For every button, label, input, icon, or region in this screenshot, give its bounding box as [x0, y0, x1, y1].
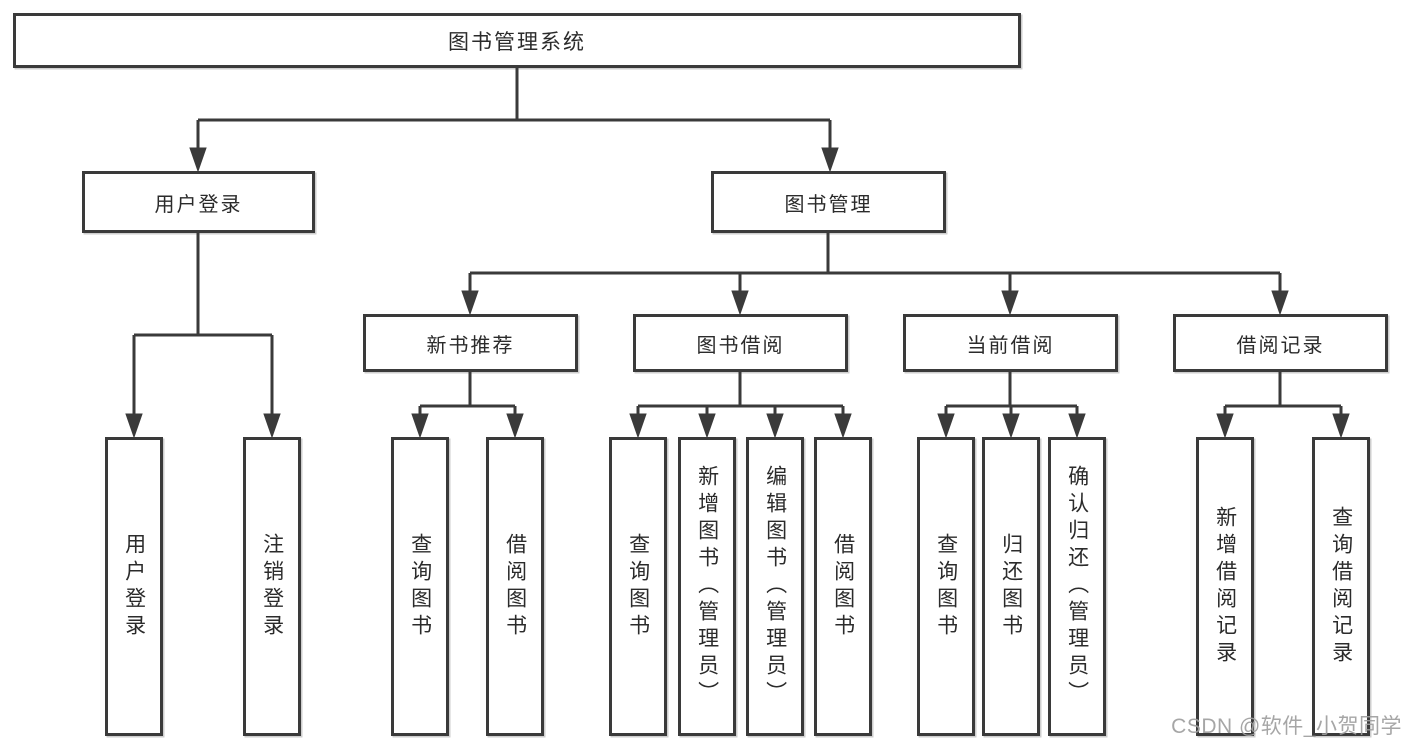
leaf-edit-books-admin: 编辑图书（管理员）	[746, 437, 804, 736]
node-label: 新增图书（管理员）	[695, 465, 719, 708]
node-label: 当前借阅	[966, 334, 1055, 357]
node-user-login: 用户登录	[82, 171, 315, 233]
node-label: 查询借阅记录	[1329, 505, 1353, 668]
node-current-borrowing: 当前借阅	[903, 314, 1118, 372]
node-label: 注销登录	[260, 532, 284, 641]
node-label: 用户登录	[154, 193, 243, 216]
leaf-query-books-recommend: 查询图书	[391, 437, 449, 736]
node-label: 图书管理系统	[448, 30, 586, 54]
node-label: 借阅图书	[831, 532, 855, 641]
node-label: 新书推荐	[426, 334, 515, 357]
leaf-add-books-admin: 新增图书（管理员）	[678, 437, 736, 736]
node-label: 用户登录	[122, 532, 146, 641]
csdn-watermark: CSDN @软件_小贺同学	[1171, 715, 1402, 738]
leaf-user-login: 用户登录	[105, 437, 163, 736]
node-new-book-recommend: 新书推荐	[363, 314, 578, 372]
node-label: 确认归还（管理员）	[1065, 465, 1089, 708]
node-label: 查询图书	[934, 532, 958, 641]
node-label: 新增借阅记录	[1213, 505, 1237, 668]
leaf-return-books: 归还图书	[982, 437, 1040, 736]
node-label: 借阅图书	[503, 532, 527, 641]
leaf-logout: 注销登录	[243, 437, 301, 736]
tree-edges	[132, 68, 1343, 416]
node-book-borrowing: 图书借阅	[633, 314, 848, 372]
node-label: 图书借阅	[696, 334, 785, 357]
leaf-query-books-borrow: 查询图书	[609, 437, 667, 736]
node-label: 借阅记录	[1236, 334, 1325, 357]
arrow-down-icons	[125, 147, 1350, 439]
leaf-query-borrow-record: 查询借阅记录	[1312, 437, 1370, 736]
leaf-confirm-return-admin: 确认归还（管理员）	[1048, 437, 1106, 736]
node-label: 图书管理	[784, 193, 873, 216]
node-book-management: 图书管理	[711, 171, 946, 233]
node-label: 编辑图书（管理员）	[763, 465, 787, 708]
leaf-query-books-current: 查询图书	[917, 437, 975, 736]
node-label: 查询图书	[626, 532, 650, 641]
leaf-borrow-books-recommend: 借阅图书	[486, 437, 544, 736]
node-label: 查询图书	[408, 532, 432, 641]
node-borrow-records: 借阅记录	[1173, 314, 1388, 372]
node-system-root: 图书管理系统	[13, 13, 1021, 68]
leaf-add-borrow-record: 新增借阅记录	[1196, 437, 1254, 736]
leaf-borrow-books: 借阅图书	[814, 437, 872, 736]
node-label: 归还图书	[999, 532, 1023, 641]
